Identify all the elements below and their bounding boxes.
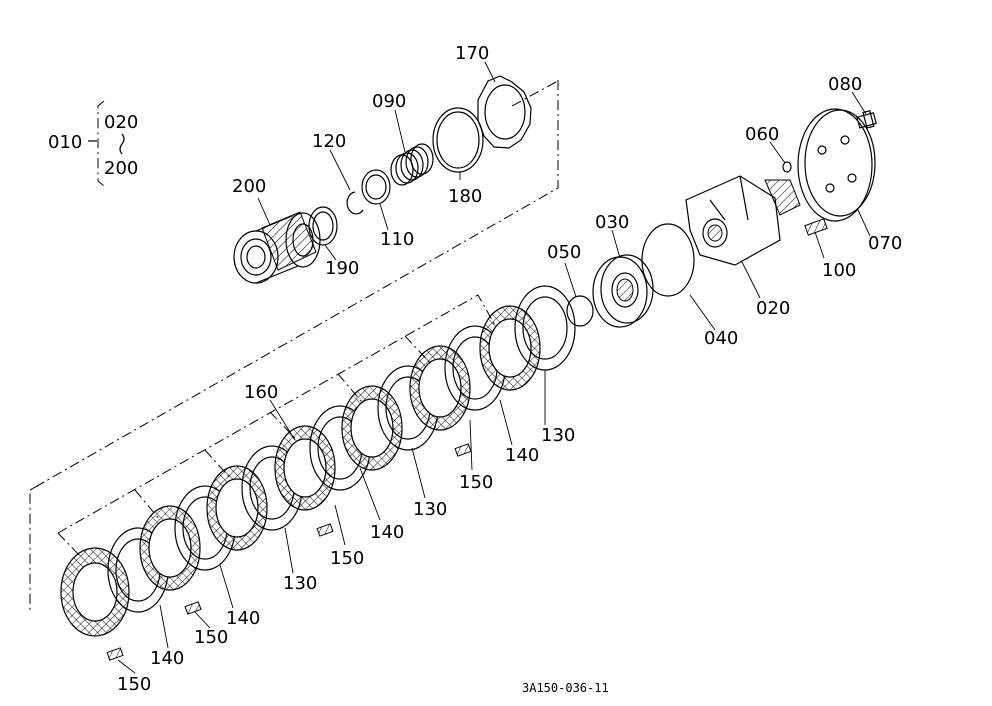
label-130-left: 130 [283,573,317,594]
label-160: 160 [244,382,278,403]
label-130-right: 130 [541,425,575,446]
label-050: 050 [547,242,581,263]
disc-stack-guides [57,294,506,557]
assembly-bottom-label: 200 [104,158,138,179]
label-170: 170 [455,43,489,64]
label-040: 040 [704,328,738,349]
label-150-right: 150 [459,472,493,493]
frame-line-top [511,81,557,107]
label-100: 100 [822,260,856,281]
plate-170 [477,75,532,149]
o-ring-040 [641,223,695,297]
pin-060 [782,161,792,173]
label-080: 080 [828,74,862,95]
disc-stack [60,285,576,637]
pins-150 [106,443,472,661]
label-150-left: 150 [194,627,228,648]
label-180: 180 [448,186,482,207]
part-labels: 170 090 120 200 180 110 190 080 060 030 … [117,43,902,695]
label-140-far-left: 140 [150,648,184,669]
ring-110 [361,169,391,205]
label-090: 090 [372,91,406,112]
label-140-mid: 140 [370,522,404,543]
flange-070 [797,108,876,222]
label-020: 020 [756,298,790,319]
label-150-far-left: 150 [117,674,151,695]
label-140-left: 140 [226,608,260,629]
label-030: 030 [595,212,629,233]
frame-line-left [29,479,49,491]
assembly-bracket: 010 020 200 [48,100,138,187]
label-110: 110 [380,229,414,250]
snap-ring-120 [346,191,364,215]
label-150-mid: 150 [330,548,364,569]
piston-030 [592,254,654,328]
ring-190 [308,206,338,246]
o-ring-050 [566,295,594,327]
label-140-right: 140 [505,445,539,466]
label-120: 120 [312,131,346,152]
label-070: 070 [868,233,902,254]
assembly-top-label: 020 [104,112,138,133]
drum-200 [233,211,321,284]
assembly-frame-line [29,80,559,612]
bolt-100 [804,218,828,236]
label-060: 060 [745,124,779,145]
hub-020 [685,175,801,266]
spring-090 [390,143,434,186]
leader-lines [117,61,871,674]
drawing-code: 3A150-036-11 [522,681,609,695]
snap-ring-180 [432,107,484,173]
label-190: 190 [325,258,359,279]
label-200: 200 [232,176,266,197]
bolt-080 [856,109,877,129]
label-130-mid: 130 [413,499,447,520]
assembly-parent-label: 010 [48,132,82,153]
